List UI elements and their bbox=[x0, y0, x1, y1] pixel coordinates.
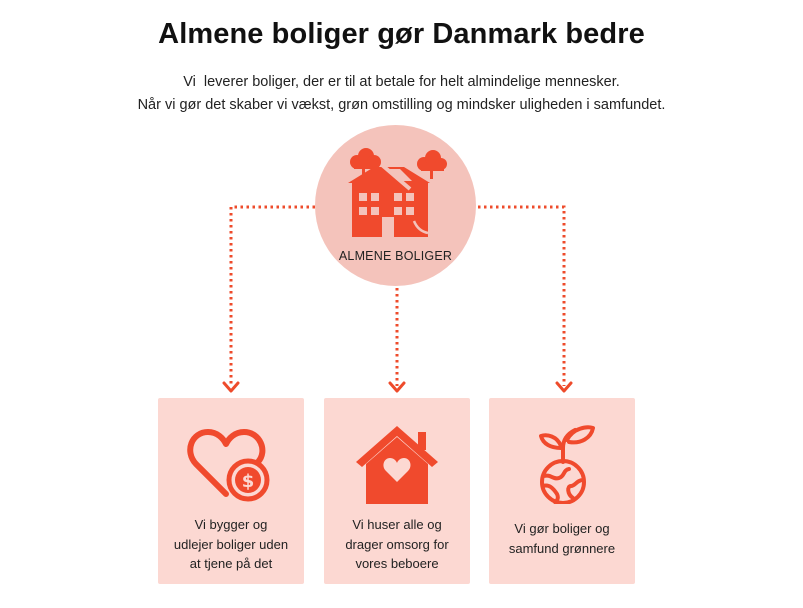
heart-with-dollar-coin-icon: $ bbox=[187, 429, 270, 502]
card-text-2: Vi huser alle og drager omsorg for vores… bbox=[345, 517, 449, 571]
apartment-building-with-trees-icon bbox=[348, 148, 447, 237]
card-no-profit: $ Vi bygger og udlejer boliger uden at t… bbox=[158, 398, 304, 584]
arrowhead-right bbox=[555, 381, 573, 393]
globe-with-sprout-icon bbox=[539, 425, 595, 504]
intro-text: Vi leverer boliger, der er til at betale… bbox=[0, 71, 803, 117]
card-greener: Vi gør boliger og samfund grønnere bbox=[489, 398, 635, 584]
card-care-for-residents: Vi huser alle og drager omsorg for vores… bbox=[324, 398, 470, 584]
card-text-3: Vi gør boliger og samfund grønnere bbox=[508, 521, 616, 556]
intro-line-2: Når vi gør det skaber vi vækst, grøn oms… bbox=[137, 97, 666, 113]
arrowhead-left bbox=[222, 381, 240, 393]
arrowhead-middle bbox=[388, 381, 406, 393]
connector-right bbox=[478, 205, 566, 386]
hub-almene-boliger: ALMENE BOLIGER bbox=[315, 125, 476, 286]
connector-left bbox=[229, 205, 315, 386]
card-text-1: Vi bygger og udlejer boliger uden at tje… bbox=[173, 517, 289, 571]
svg-text:$: $ bbox=[242, 471, 255, 492]
intro-line-1: Vi leverer boliger, der er til at betale… bbox=[183, 74, 620, 90]
house-with-heart-icon bbox=[356, 426, 438, 504]
page-title: Almene boliger gør Danmark bedre bbox=[158, 18, 645, 50]
hub-label: ALMENE BOLIGER bbox=[338, 249, 453, 263]
